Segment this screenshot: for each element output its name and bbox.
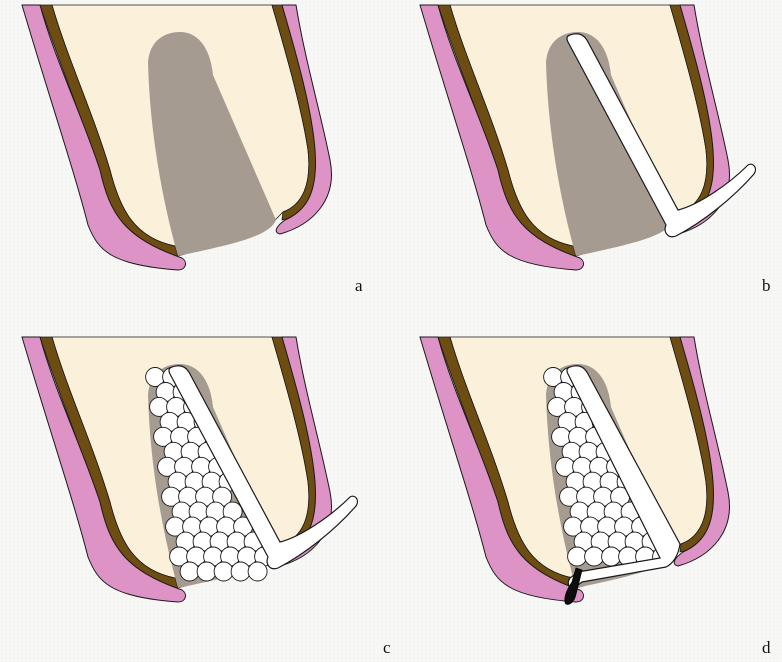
graft-particle xyxy=(231,562,250,581)
graft-particle xyxy=(602,547,621,566)
panel-d: d xyxy=(420,337,771,657)
graft-particle xyxy=(585,547,604,566)
panel-c: c xyxy=(22,337,391,657)
graft-particle xyxy=(197,562,216,581)
graft-particle xyxy=(248,562,267,581)
panel-label-c: c xyxy=(383,638,391,657)
panel-label-b: b xyxy=(762,276,771,295)
graft-particle xyxy=(180,562,199,581)
panel-label-a: a xyxy=(355,276,363,295)
graft-particle xyxy=(568,547,587,566)
panel-label-d: d xyxy=(762,638,771,657)
graft-particle xyxy=(214,562,233,581)
panel-b: b xyxy=(420,5,771,295)
panel-a: a xyxy=(22,5,363,295)
